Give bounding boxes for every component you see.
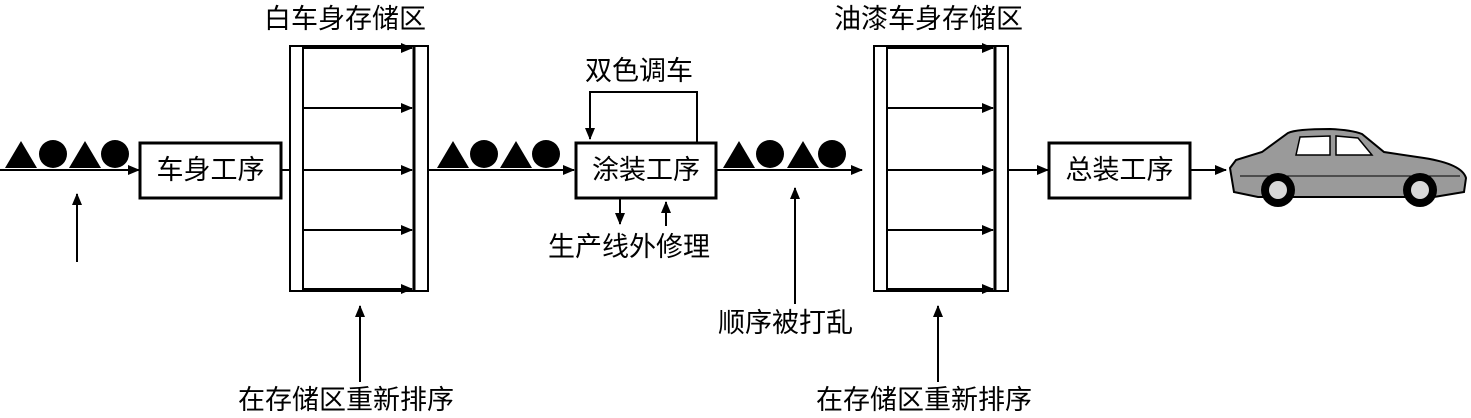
painted-body-storage	[873, 43, 1009, 294]
sequence-disrupted-label: 顺序被打乱	[718, 308, 853, 339]
triangle-symbol	[5, 141, 37, 168]
triangle-symbol	[787, 141, 819, 168]
circle-symbol	[470, 140, 498, 168]
paint-shop-box	[574, 141, 718, 200]
white-body-storage	[289, 43, 429, 294]
resequence-label-2: 在存储区重新排序	[816, 385, 1032, 416]
offline-repair-label: 生产线外修理	[548, 232, 710, 263]
triangle-symbol	[437, 141, 469, 168]
body-shop-label: 车身工序	[156, 155, 265, 186]
assembly-label: 总装工序	[1065, 155, 1174, 186]
two-tone-loop-arrow	[585, 91, 698, 143]
car-icon	[1228, 127, 1468, 207]
resequence-label-1: 在存储区重新排序	[238, 385, 454, 416]
circle-symbol	[101, 140, 129, 168]
sequence-symbols-group-1	[5, 140, 129, 168]
circle-symbol	[818, 140, 846, 168]
circle-symbol	[39, 140, 67, 168]
assembly-box	[1047, 141, 1192, 200]
triangle-symbol	[69, 141, 101, 168]
white-body-storage-title: 白车身存储区	[264, 4, 426, 35]
circle-symbol	[532, 140, 560, 168]
paint-shop-label: 涂装工序	[592, 155, 700, 186]
sequence-symbols-group-2	[437, 140, 560, 168]
triangle-symbol	[500, 141, 532, 168]
triangle-symbol	[723, 141, 755, 168]
body-shop-box	[138, 141, 283, 200]
two-tone-label: 双色调车	[585, 56, 693, 87]
sequence-symbols-group-3	[723, 140, 846, 168]
painted-body-storage-title: 油漆车身存储区	[834, 4, 1023, 35]
circle-symbol	[756, 140, 784, 168]
